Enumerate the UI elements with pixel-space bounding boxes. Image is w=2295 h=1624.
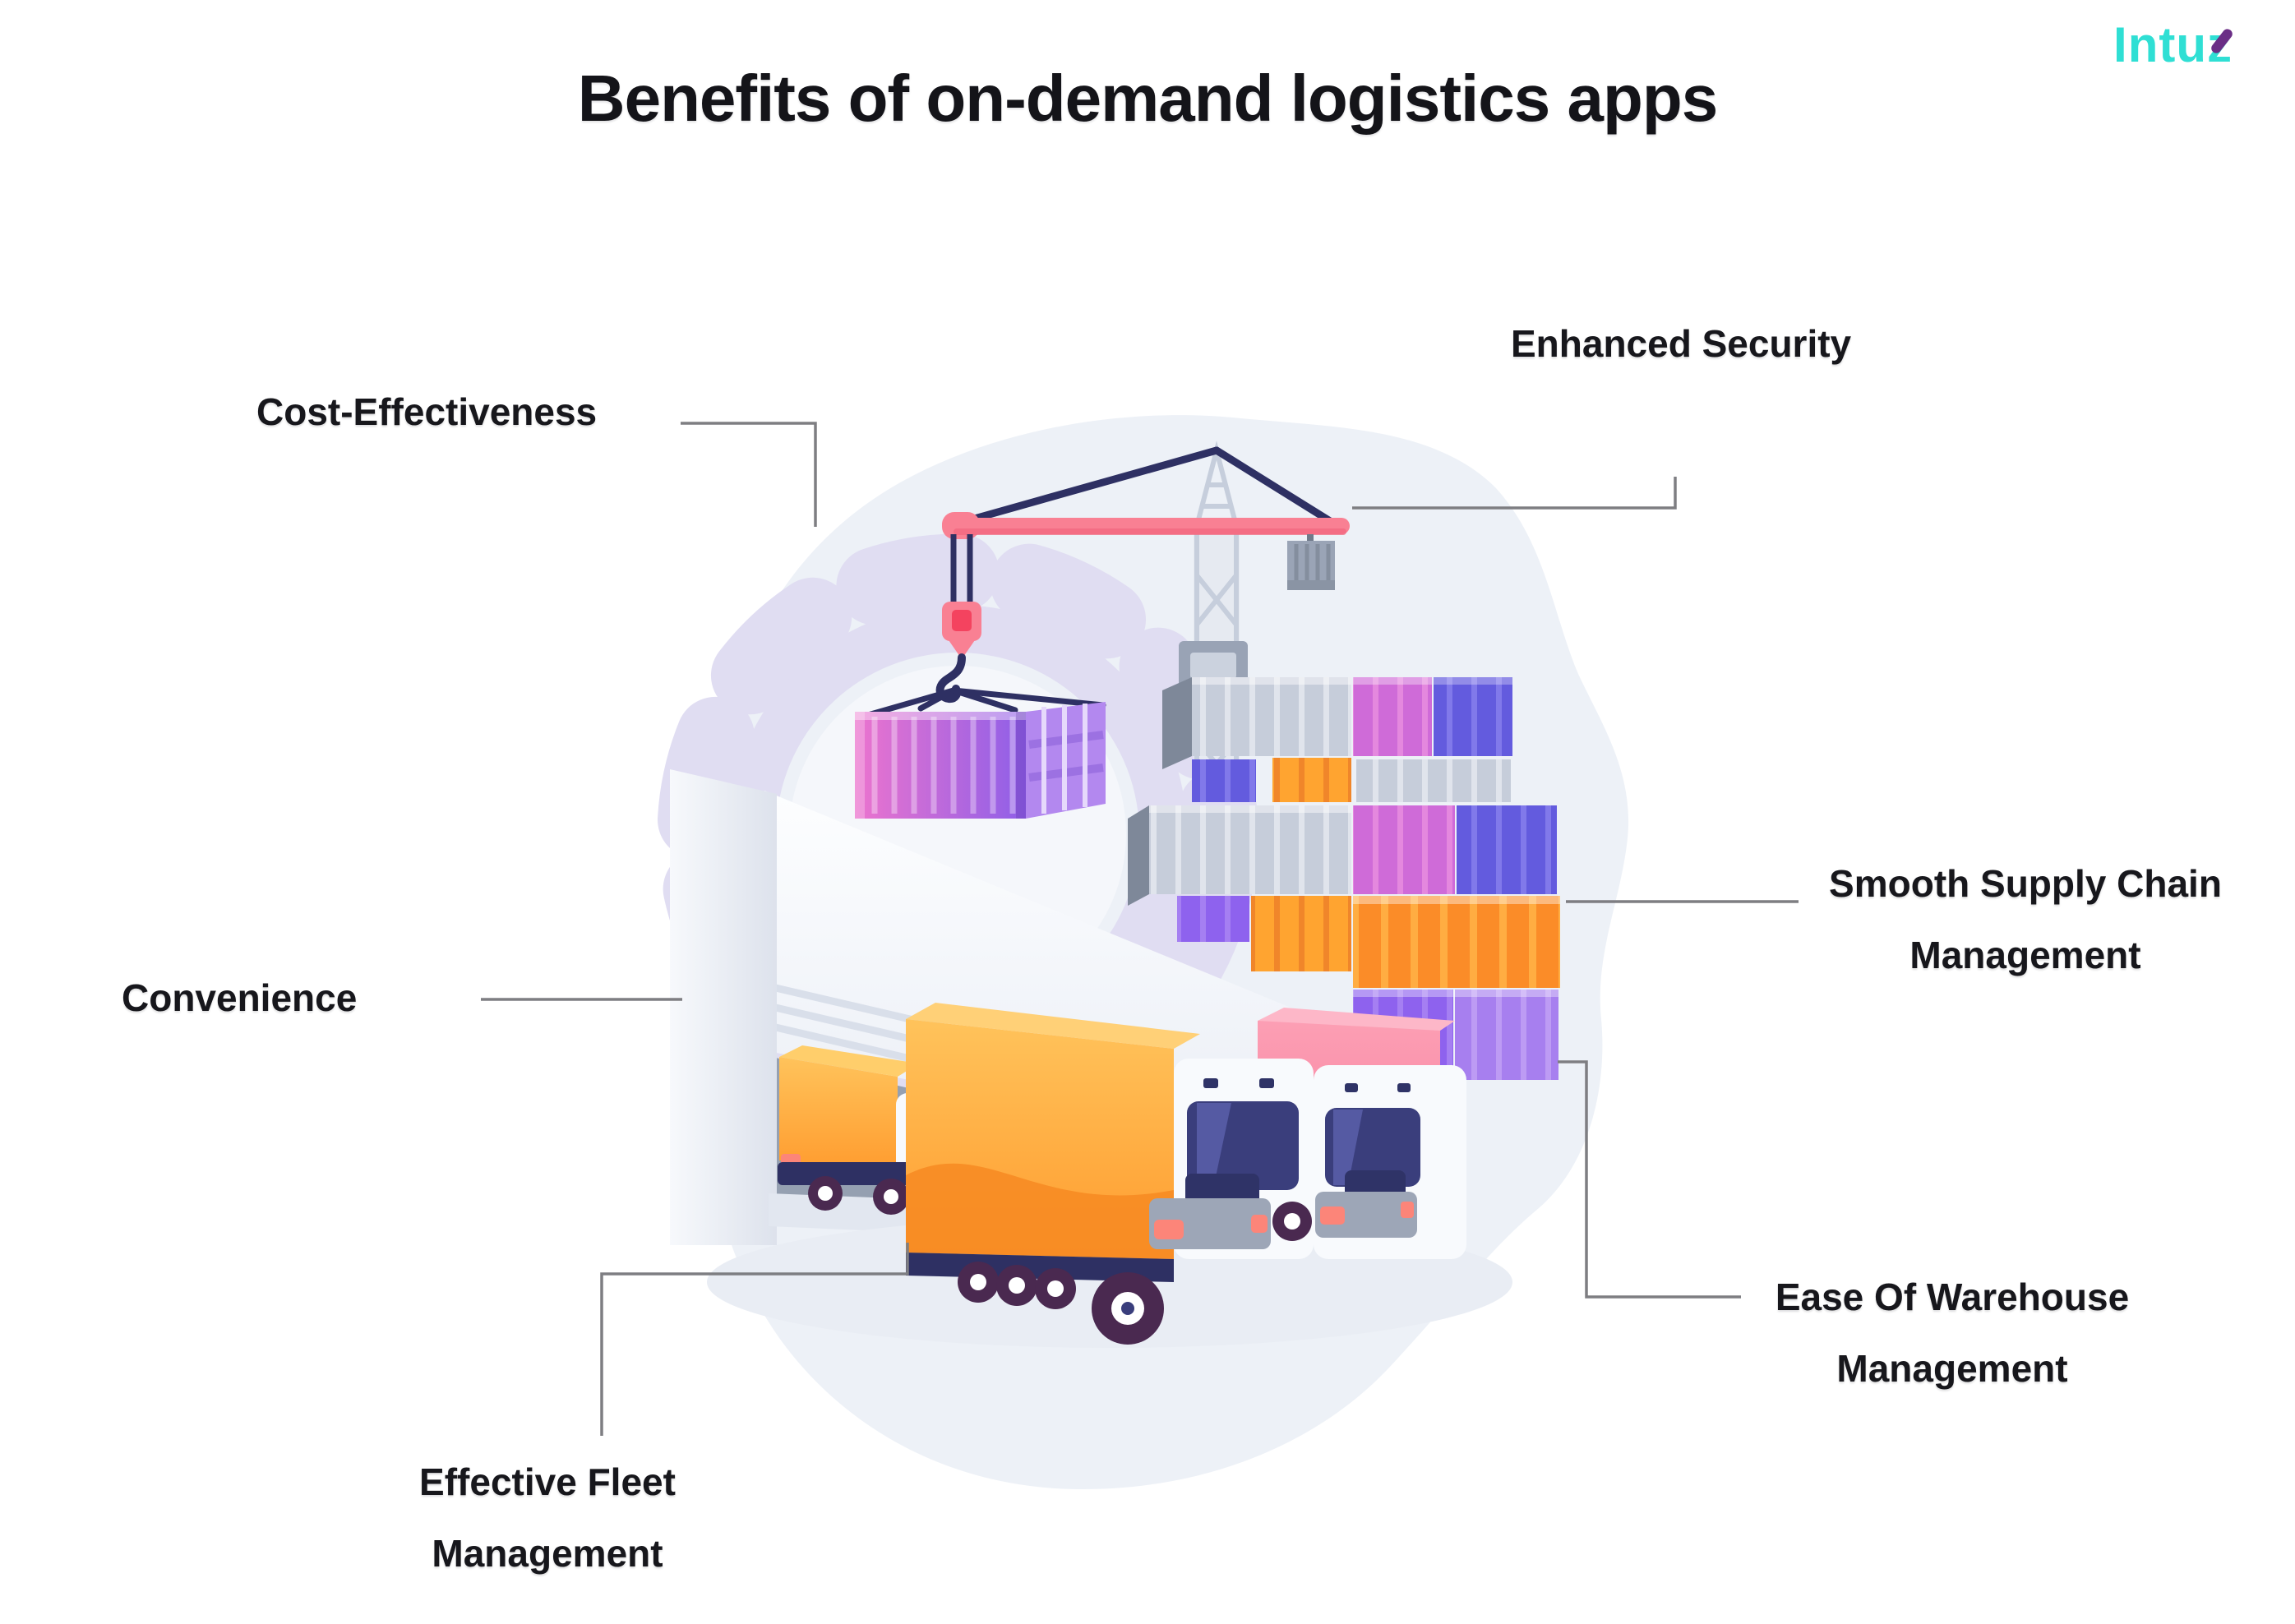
- benefit-label-line: Smooth Supply Chain: [1829, 862, 2222, 905]
- truck-large: [906, 1003, 1314, 1345]
- hanging-container: [855, 712, 1026, 819]
- hanging-container-group: [855, 534, 1106, 819]
- benefit-label-ease-of-warehouse: Ease Of Warehouse Management: [1706, 1262, 2199, 1405]
- benefit-label-smooth-supply-chain: Smooth Supply Chain Management: [1779, 848, 2272, 992]
- wheels: [808, 1176, 909, 1215]
- brand-logo: Intuz: [2113, 16, 2235, 73]
- connector-lines: [481, 422, 1799, 1436]
- connector-enhanced-security: [1352, 477, 1677, 510]
- connector-effective-fleet: [600, 1243, 909, 1436]
- benefit-label-line: Ease Of Warehouse: [1775, 1276, 2130, 1318]
- warehouse-pillar: [670, 769, 777, 1245]
- benefit-label-effective-fleet: Effective Fleet Management: [301, 1446, 794, 1590]
- connector-cost-effectiveness: [681, 422, 817, 527]
- benefit-label-convenience: Convenience: [122, 976, 358, 1019]
- logo-text: Intu: [2113, 17, 2207, 72]
- wheels: [958, 1202, 1312, 1345]
- crane-counterweight: [1287, 541, 1335, 590]
- connector-ease-of-warehouse: [1558, 1060, 1741, 1299]
- container-stacks: [1128, 677, 1560, 1080]
- benefit-label-line: Effective Fleet: [419, 1460, 676, 1503]
- benefit-label-line: Management: [1836, 1347, 2068, 1391]
- benefit-label-line: Management: [1909, 934, 2141, 977]
- page-title: Benefits of on-demand logistics apps: [577, 62, 1718, 135]
- benefit-label-cost-effectiveness: Cost-Effectiveness: [256, 390, 598, 433]
- truck-right: [1314, 1065, 1466, 1259]
- benefit-label-line: Management: [432, 1532, 663, 1576]
- benefit-label-enhanced-security: Enhanced Security: [1511, 322, 1852, 365]
